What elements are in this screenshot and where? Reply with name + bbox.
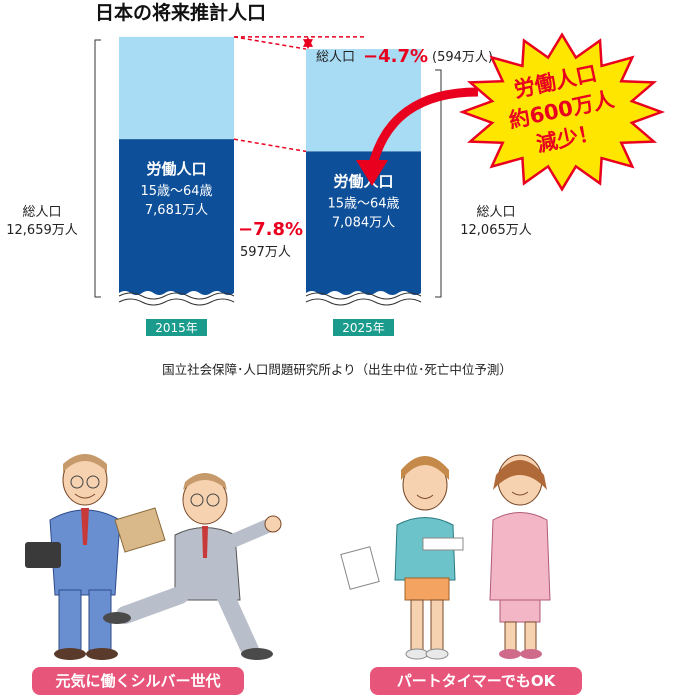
burst-shape <box>458 32 666 192</box>
source-note: 国立社会保障･人口問題研究所より（出生中位･死亡中位予測） <box>162 362 512 377</box>
bar-wave-1 <box>119 291 234 305</box>
chart-title: 日本の将来推計人口 <box>95 1 266 24</box>
year-badge-1 <box>146 319 207 336</box>
bar-wave-line-b-1 <box>118 298 235 306</box>
total-change-pct: −4.7% <box>363 46 428 67</box>
bar-wave-line-b-2 <box>305 298 422 306</box>
bracket-left <box>94 39 101 298</box>
bar-labor-1 <box>119 139 234 297</box>
total-change-prefix: 総人口 <box>316 50 355 65</box>
total-label-2025: 総人口 <box>476 205 515 220</box>
senior-workers-illustration <box>25 454 282 660</box>
labor-value-2: 7,084万人 <box>332 215 395 230</box>
dash-total-connector <box>233 36 307 50</box>
labor-age-1: 15歳〜64歳 <box>140 184 212 199</box>
labor-label-1: 労働人口 <box>146 160 206 178</box>
standing-man-figure <box>25 454 121 660</box>
total-value-2025: 12,065万人 <box>460 223 532 238</box>
running-man-figure <box>103 473 282 660</box>
bar-wave-line-a-2 <box>305 292 422 300</box>
labor-change-amount: 597万人 <box>240 245 291 260</box>
year-label-1: 2015年 <box>155 321 198 335</box>
part-timer-women-illustration <box>340 454 551 660</box>
burst-arrow <box>367 87 479 170</box>
bar-labor-2 <box>306 151 421 297</box>
total-value-2015: 12,659万人 <box>6 223 78 238</box>
labor-value-1: 7,681万人 <box>145 203 208 218</box>
caption-part-timers: パートタイマーでもOK <box>370 667 582 695</box>
burst-arrowhead <box>356 160 388 186</box>
dash-labor-connector <box>233 138 307 153</box>
bar-wave-line-a-1 <box>118 292 235 300</box>
labor-age-2: 15歳〜64歳 <box>327 196 399 211</box>
bar-other-2 <box>306 49 421 152</box>
woman-in-pink-figure <box>489 454 551 659</box>
labor-change-pct: −7.8% <box>238 219 303 240</box>
total-change-arrowhead-down <box>303 39 313 50</box>
labor-label-2: 労働人口 <box>333 172 393 190</box>
total-label-2015: 総人口 <box>22 205 61 220</box>
caption-senior-workers: 元気に働くシルバー世代 <box>32 667 244 695</box>
woman-with-papers-figure <box>340 456 464 660</box>
total-change-amount: (594万人) <box>432 50 493 65</box>
bar-wave-2 <box>306 291 421 305</box>
bracket-right <box>435 69 442 298</box>
year-badge-2 <box>333 319 394 336</box>
bar-other-1 <box>119 36 234 140</box>
year-label-2: 2025年 <box>342 321 385 335</box>
